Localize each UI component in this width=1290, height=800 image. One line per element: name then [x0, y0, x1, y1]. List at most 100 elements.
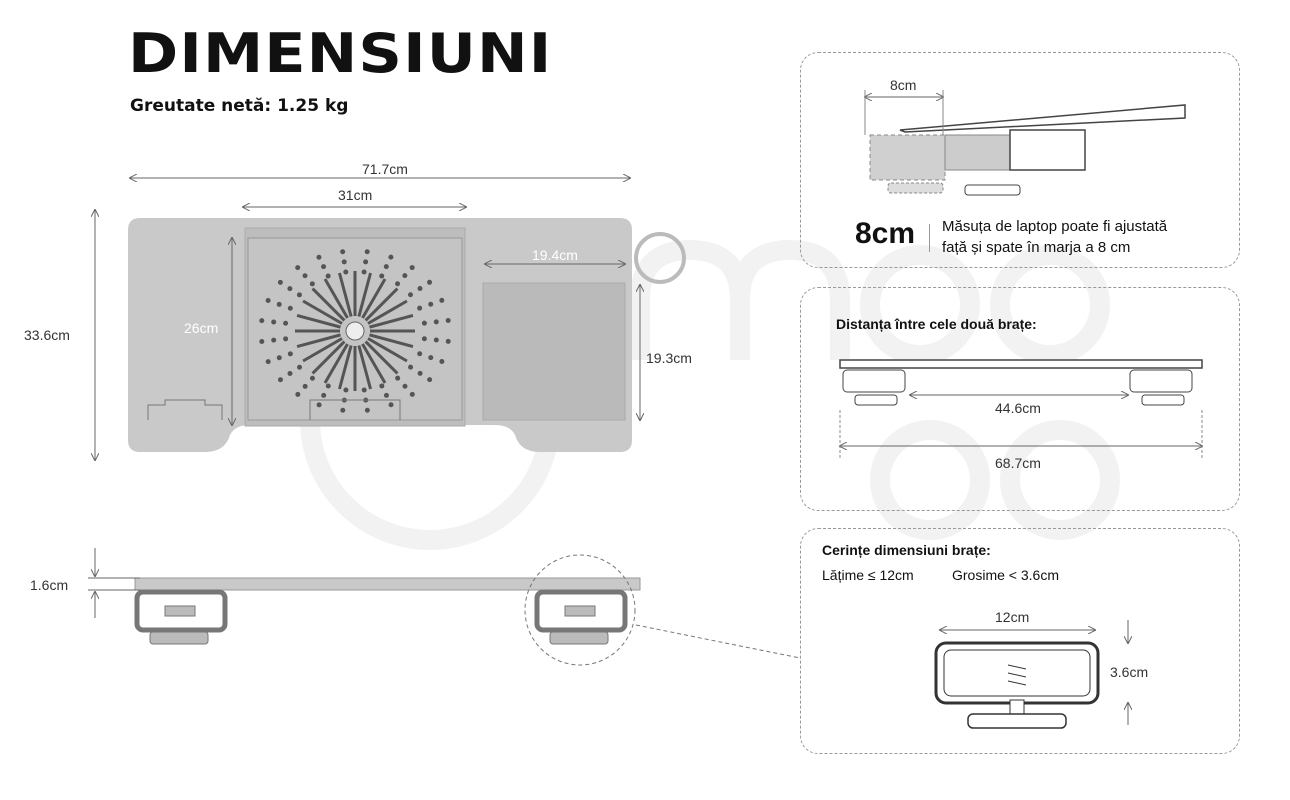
vent-hole: [408, 364, 414, 370]
panel-arms: [800, 287, 1240, 511]
dim-pad-width: 19.4cm: [532, 247, 578, 263]
vent-hole: [409, 391, 415, 397]
vent-hole: [321, 264, 327, 270]
vent-hole: [388, 254, 394, 260]
vent-hole: [402, 273, 408, 279]
vent-hole: [283, 320, 289, 326]
clamp-heading: Cerințe dimensiuni brațe:: [822, 542, 991, 558]
vent-hole: [271, 319, 277, 325]
vent-hole: [276, 355, 282, 361]
vent-hole: [402, 383, 408, 389]
vent-slot: [361, 343, 387, 384]
vent-slot: [338, 345, 353, 390]
vent-hole: [321, 392, 327, 398]
vent-hole: [296, 292, 302, 298]
top-view: [128, 218, 686, 452]
divider: [929, 224, 930, 252]
vent-hole: [287, 305, 293, 311]
vent-hole: [388, 402, 394, 408]
vent-hole: [287, 286, 293, 292]
panel-adjust: [800, 52, 1240, 268]
adjust-drawing: [865, 90, 1186, 196]
vent-hole: [265, 359, 271, 365]
vent-hole: [427, 279, 433, 285]
vent-hole: [361, 269, 367, 275]
vent-hole: [379, 273, 385, 279]
net-weight: Greutate netă: 1.25 kg: [130, 96, 349, 116]
vent-slot: [323, 278, 349, 319]
vent-slot: [338, 272, 353, 317]
vent-slot: [364, 287, 399, 322]
vent-slot: [367, 337, 408, 363]
vent-hole: [259, 318, 265, 324]
vent-slot: [357, 345, 372, 390]
vent-hole: [271, 337, 277, 343]
clamp-drawing: [934, 620, 1128, 729]
vent-hole: [265, 297, 271, 303]
vent-slot: [369, 314, 414, 329]
vent-hole: [395, 375, 401, 381]
vent-hole: [383, 392, 389, 398]
vent-hole: [325, 383, 331, 389]
clamp-thickness-req: Grosime < 3.6cm: [952, 567, 1059, 583]
vent-slot: [311, 340, 346, 375]
vent-hole: [340, 407, 346, 413]
vent-hole: [287, 370, 293, 376]
vent-hole: [421, 320, 427, 326]
arms-outer-distance: 68.7cm: [995, 455, 1041, 471]
vent-hole: [379, 383, 385, 389]
vent-hole: [340, 249, 346, 255]
vent-hole: [302, 273, 308, 279]
dim-total-width: 71.7cm: [362, 161, 408, 177]
adjust-line-1: Măsuța de laptop poate fi ajustată: [942, 218, 1168, 235]
dim-thickness: 1.6cm: [30, 577, 68, 593]
vent-hole: [363, 259, 369, 265]
vent-hole: [295, 265, 301, 271]
clamp-height-label: 3.6cm: [1110, 664, 1148, 680]
dim-pad-depth: 19.3cm: [646, 350, 692, 366]
vent-hole: [325, 273, 331, 279]
vent-hole: [343, 269, 349, 275]
vent-hole: [417, 370, 423, 376]
vent-hole: [417, 305, 423, 311]
vent-hole: [395, 281, 401, 287]
dim-vent-depth: 26cm: [184, 320, 218, 336]
vent-hole: [421, 336, 427, 342]
vent-slot: [364, 340, 399, 375]
vent-hole: [445, 338, 451, 344]
vent-hole: [433, 319, 439, 325]
arms-inner-distance: 44.6cm: [995, 400, 1041, 416]
adjust-big-value: 8cm: [855, 217, 916, 250]
dim-vent-width: 31cm: [338, 187, 372, 203]
cooling-vent-pattern: [259, 249, 451, 413]
vent-slot: [323, 343, 349, 384]
arms-heading: Distanța între cele două brațe:: [836, 316, 1037, 332]
vent-slot: [367, 299, 408, 325]
adjust-offset-label: 8cm: [890, 77, 916, 93]
clamp-width-label: 12cm: [995, 609, 1029, 625]
vent-slot: [357, 272, 372, 317]
vent-slot: [302, 299, 343, 325]
vent-hole: [433, 337, 439, 343]
vent-hole: [277, 377, 283, 383]
vent-hole: [361, 387, 367, 393]
vent-hole: [445, 317, 451, 323]
vent-slot: [311, 287, 346, 322]
panel-clamp: [800, 528, 1240, 754]
vent-hole: [383, 264, 389, 270]
vent-slot: [296, 314, 341, 329]
adjust-line-2: față și spate în marja a 8 cm: [942, 239, 1131, 256]
vent-hole: [364, 407, 370, 413]
vent-hole: [427, 377, 433, 383]
vent-hole: [316, 402, 322, 408]
vent-slot: [369, 333, 414, 348]
adjust-description: Măsuța de laptop poate fi ajustată față …: [942, 216, 1167, 258]
vent-hole: [316, 254, 322, 260]
vent-hole: [341, 259, 347, 265]
vent-slot: [361, 278, 387, 319]
vent-hole: [417, 351, 423, 357]
vent-hole: [409, 265, 415, 271]
vent-slot: [302, 337, 343, 363]
